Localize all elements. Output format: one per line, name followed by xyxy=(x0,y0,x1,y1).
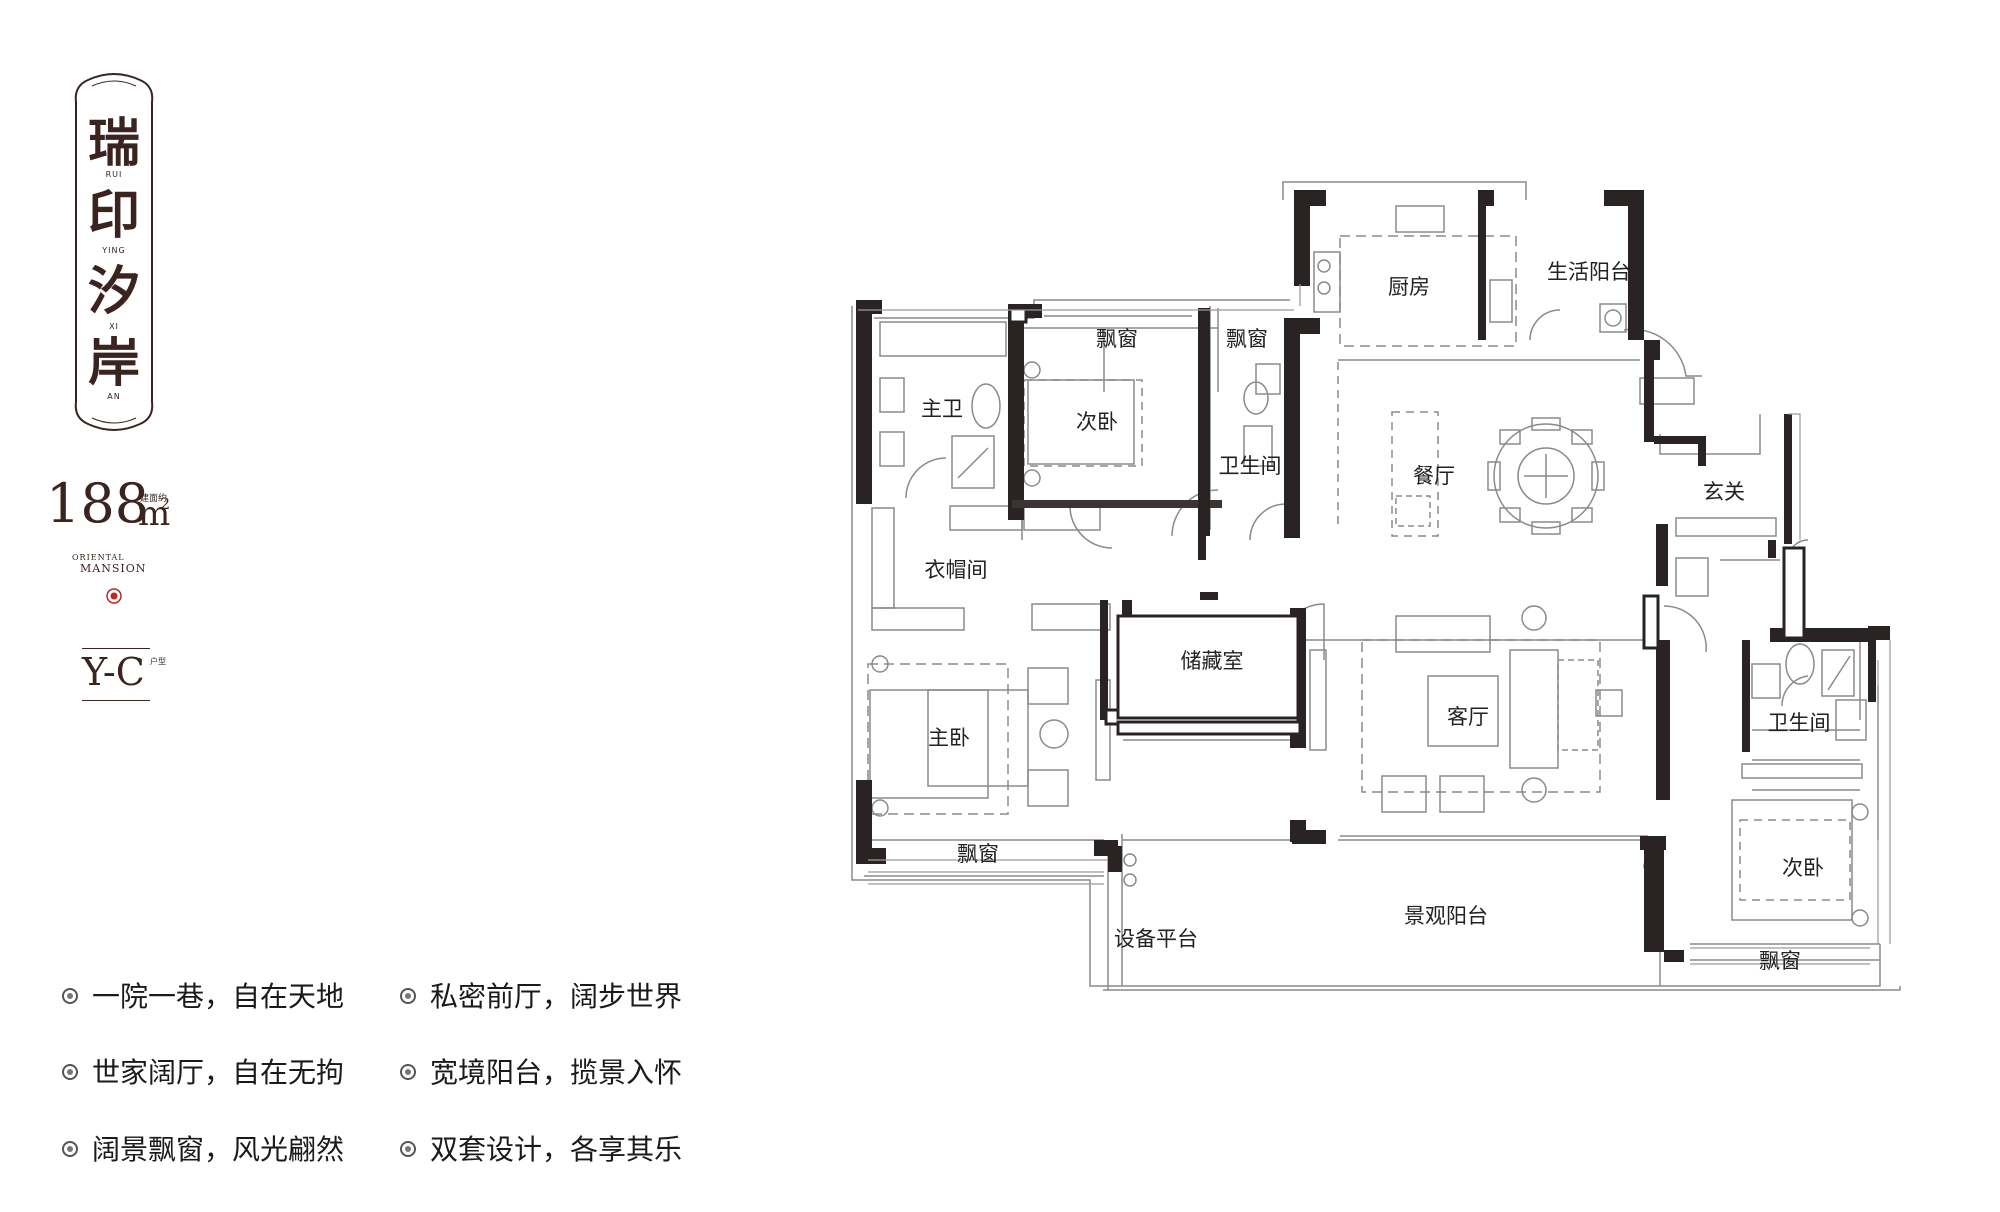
bullet-icon xyxy=(62,1140,78,1157)
room-label-bay-window-4: 飘窗 xyxy=(1759,949,1801,973)
feature-item: 私密前厅，阔步世界 xyxy=(400,975,682,1015)
room-label-second-bedroom-1: 次卧 xyxy=(1076,410,1118,434)
feature-text: 私密前厅，阔步世界 xyxy=(430,980,683,1013)
room-label-service-balcony: 生活阳台 xyxy=(1547,260,1631,284)
unit-type-label: Y-C xyxy=(82,650,145,694)
feature-item: 阔景飘窗，风光翩然 xyxy=(62,1128,344,1168)
title-pinyin-4: AN xyxy=(107,392,121,401)
room-label-second-bedroom-2: 次卧 xyxy=(1782,856,1824,880)
title-plaque: 瑞 RUI 印 YING 汐 XI 岸 AN xyxy=(68,72,160,432)
area-note: 建面约 xyxy=(140,494,168,504)
room-label-dining: 餐厅 xyxy=(1413,464,1455,488)
brand-line-2: MANSION xyxy=(80,562,147,575)
room-label-master-bath: 主卫 xyxy=(921,397,963,421)
bullet-icon xyxy=(62,987,78,1004)
unit-type-rule-bottom xyxy=(82,700,150,701)
room-label-storage: 储藏室 xyxy=(1180,649,1244,673)
plan-thin-lines xyxy=(851,181,1901,991)
brand-seal-icon xyxy=(106,588,122,604)
title-pinyin-1: RUI xyxy=(105,170,123,179)
bullet-icon xyxy=(400,1063,416,1080)
feature-text: 世家阔厅，自在无拘 xyxy=(92,1056,345,1089)
title-char-2: 印 xyxy=(87,185,140,246)
area-unit: m xyxy=(138,494,171,534)
feature-text: 一院一巷，自在天地 xyxy=(92,980,345,1013)
room-label-bay-window-2: 飘窗 xyxy=(1226,327,1268,351)
room-label-foyer: 玄关 xyxy=(1703,480,1745,504)
title-pinyin-3: XI xyxy=(109,322,119,331)
bullet-icon xyxy=(400,987,416,1004)
room-label-bay-window-1: 飘窗 xyxy=(1096,327,1138,351)
room-label-walk-in-closet: 衣帽间 xyxy=(924,558,988,582)
room-label-master-bedroom: 主卧 xyxy=(928,726,970,750)
feature-text: 阔景飘窗，风光翩然 xyxy=(92,1133,345,1166)
room-label-landscape-balcony: 景观阳台 xyxy=(1404,904,1488,928)
title-char-4: 岸 xyxy=(87,333,140,394)
area-value: 188 xyxy=(46,472,150,535)
feature-item: 一院一巷，自在天地 xyxy=(62,975,344,1015)
title-char-1: 瑞 xyxy=(87,113,140,174)
unit-type-note: 户型 xyxy=(150,657,166,666)
title-pinyin-2: YING xyxy=(102,246,126,255)
plaque-frame xyxy=(74,73,154,431)
unit-type-rule-top xyxy=(82,648,150,649)
feature-item: 双套设计，各享其乐 xyxy=(400,1128,682,1168)
plan-window-lines xyxy=(858,284,1891,965)
title-char-3: 汐 xyxy=(87,261,140,322)
room-label-living: 客厅 xyxy=(1447,705,1489,729)
area-unit-sup: 2 xyxy=(160,494,171,513)
plan-hollow-walls xyxy=(1008,306,1806,736)
bullet-icon xyxy=(62,1063,78,1080)
room-label-equipment-platform: 设备平台 xyxy=(1114,927,1198,951)
feature-text: 宽境阳台，揽景入怀 xyxy=(430,1056,683,1089)
room-label-kitchen: 厨房 xyxy=(1388,275,1430,299)
room-label-bathroom-1: 卫生间 xyxy=(1218,454,1282,478)
brand-line-1: ORIENTAL xyxy=(72,553,125,562)
feature-text: 双套设计，各享其乐 xyxy=(430,1133,683,1166)
bullet-icon xyxy=(400,1140,416,1157)
feature-item: 世家阔厅，自在无拘 xyxy=(62,1051,344,1091)
room-label-bay-window-3: 飘窗 xyxy=(957,842,999,866)
feature-item: 宽境阳台，揽景入怀 xyxy=(400,1051,682,1091)
room-label-bathroom-2: 卫生间 xyxy=(1767,711,1831,735)
plan-walls xyxy=(856,190,1890,962)
